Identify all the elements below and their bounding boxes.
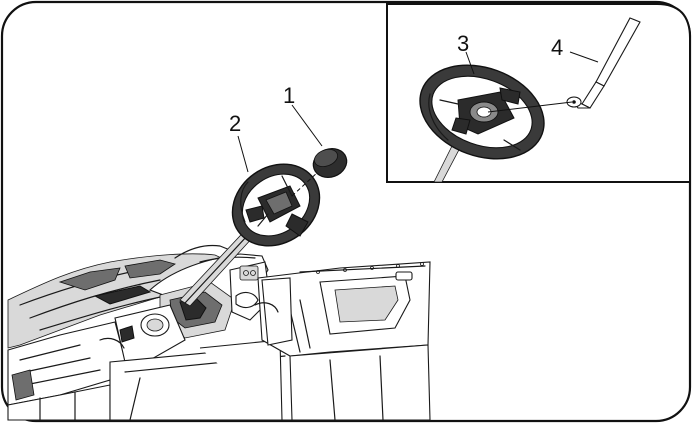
leader-line-3 [465,51,475,75]
vehicle-dashboard [7,244,431,421]
leader-line-4 [569,51,599,63]
callout-3: 3 [457,31,469,56]
callout-1: 1 [283,83,295,108]
steering-wheel-cap-part [312,148,348,178]
steering-wheel-main [231,163,321,247]
leader-line-1 [291,104,323,147]
callout-4: 4 [551,35,563,60]
wrench-tool-part [566,17,641,109]
leader-line-4b [487,101,573,113]
leader-line-2 [237,135,249,173]
callout-2: 2 [229,111,241,136]
detail-inset: 3 4 [386,3,691,183]
center-line [291,171,319,197]
